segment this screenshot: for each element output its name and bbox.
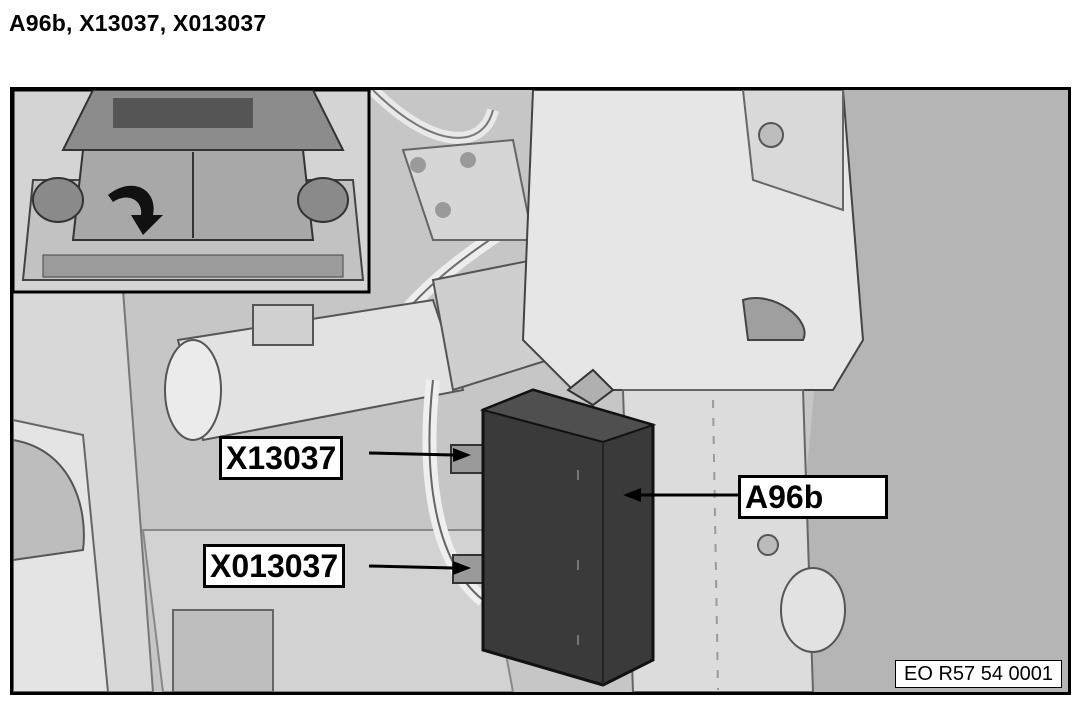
installation-figure: X13037 X013037 A96b EO R57 54 0001: [10, 87, 1071, 695]
rotate-arrow-icon: [108, 185, 163, 235]
installation-illustration: [13, 90, 1068, 692]
callout-x13037: X13037: [219, 436, 344, 480]
callout-a96b: A96b: [738, 475, 888, 519]
page-title: A96b, X13037, X013037: [9, 10, 267, 36]
inset-trunk-view: [13, 90, 371, 294]
callout-x013037: X013037: [203, 544, 346, 588]
reference-code: EO R57 54 0001: [895, 660, 1062, 688]
